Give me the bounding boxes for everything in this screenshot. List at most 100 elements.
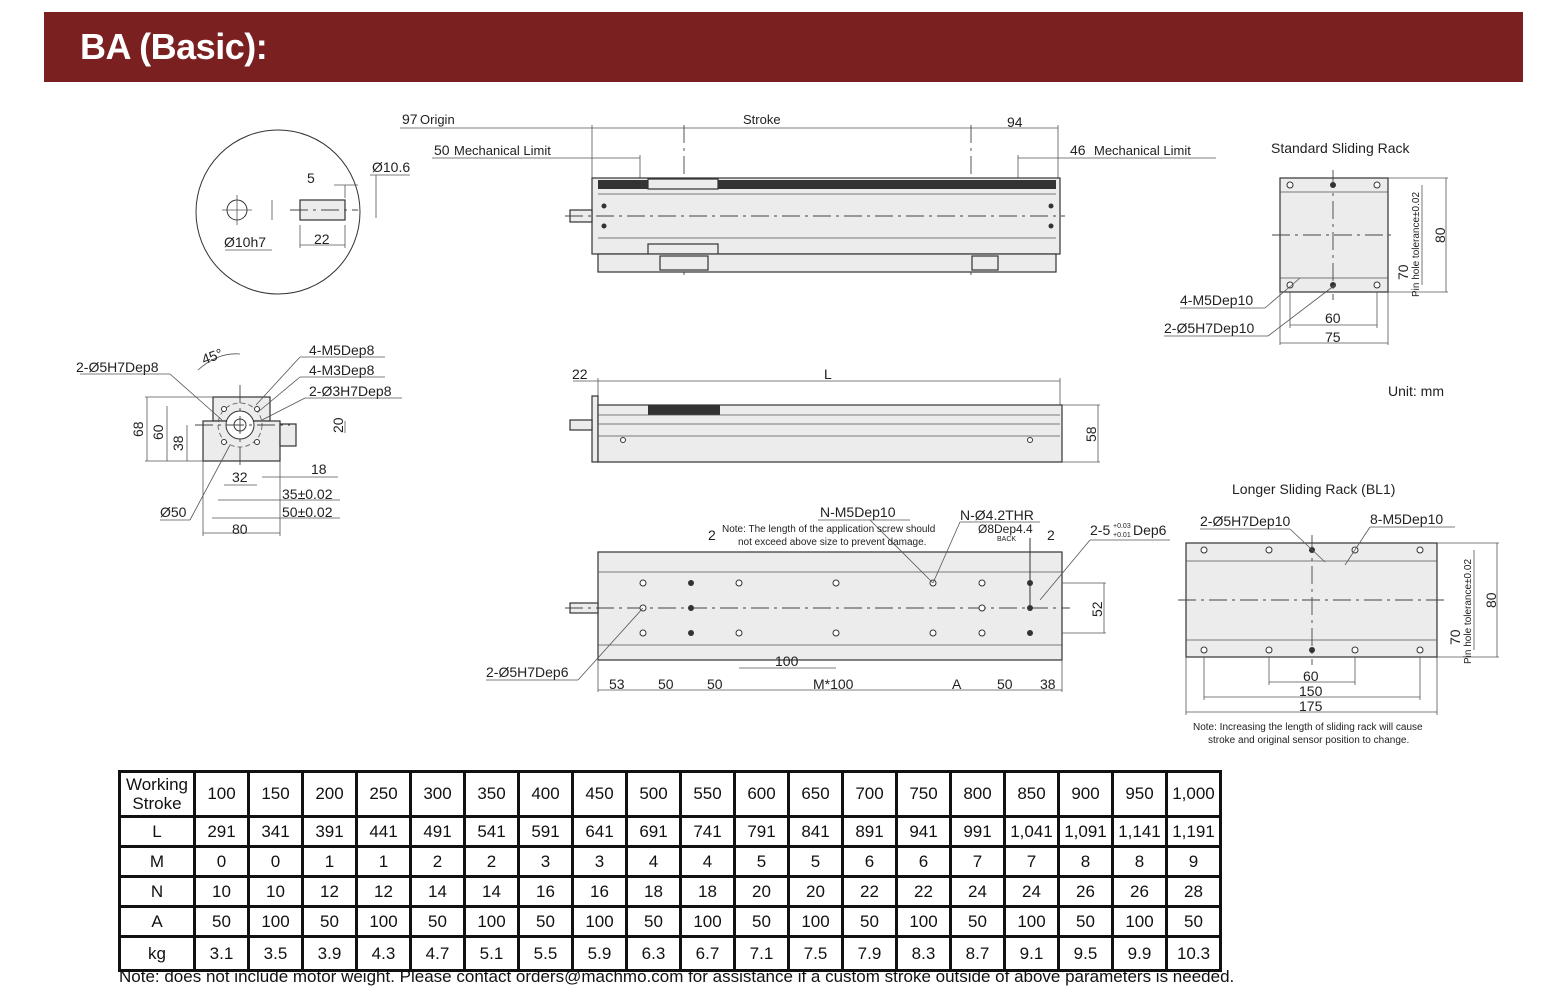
dim-22-side: 22	[572, 366, 588, 382]
std-pin-tol: Pin hole tolerance±0.02	[1411, 192, 1422, 297]
stroke-label: Stroke	[743, 112, 781, 127]
dim-A: A	[952, 676, 962, 692]
dim-60: 60	[150, 424, 166, 440]
bottom-holes	[639, 579, 1033, 637]
table-cell: 1,091	[1057, 815, 1114, 848]
table-cell: 18	[625, 875, 682, 908]
dim-32: 32	[232, 469, 248, 485]
rack-note-line2: stroke and original sensor position to c…	[1208, 735, 1409, 746]
section-header: BA (Basic):	[44, 12, 1523, 82]
table-cell: 50	[1165, 905, 1222, 938]
table-cell: 7.5	[787, 935, 844, 972]
table-cell: 5	[787, 845, 844, 878]
table-cell: 7.9	[841, 935, 898, 972]
origin-label: Origin	[420, 112, 455, 127]
table-cell: 291	[193, 815, 250, 848]
section-title: BA (Basic):	[80, 26, 268, 67]
dim-m100: M*100	[813, 676, 854, 692]
pin-hole	[1309, 647, 1315, 653]
screw-note-line1: Note: The length of the application scre…	[722, 524, 935, 535]
table-cell: 541	[463, 815, 520, 848]
table-cell: 50	[517, 905, 574, 938]
mech-limit-right: Mechanical Limit	[1094, 143, 1191, 158]
table-cell: 7.1	[733, 935, 790, 972]
mounting-hole	[688, 580, 694, 586]
table-cell: 391	[301, 815, 358, 848]
table-cell: 50	[949, 905, 1006, 938]
cbore-label: Ø8Dep4.4	[978, 522, 1033, 536]
mounting-hole	[978, 629, 986, 637]
dim-d10h7: Ø10h7	[224, 234, 266, 250]
table-cell: 50	[409, 905, 466, 938]
table-cell: 16	[571, 875, 628, 908]
mounting-hole	[735, 629, 743, 637]
n-thr-label: N-Ø4.2THR	[960, 507, 1034, 523]
table-cell: 591	[517, 815, 574, 848]
mounting-hole	[735, 579, 743, 587]
dim-38-bottom: 38	[1040, 676, 1056, 692]
mounting-hole	[1265, 546, 1273, 554]
table-cell: 5.1	[463, 935, 520, 972]
dim-68: 68	[130, 421, 146, 437]
mounting-hole	[1416, 646, 1424, 654]
table-cell: 0	[247, 845, 304, 878]
m3-label: 4-M3Dep8	[309, 362, 375, 378]
dim-5: 5	[307, 170, 315, 186]
std-m5-label: 4-M5Dep10	[1180, 292, 1253, 308]
mounting-hole	[929, 629, 937, 637]
table-cell: 550	[679, 770, 736, 818]
side-view: 22 L 58	[569, 366, 1100, 463]
table-cell: 750	[895, 770, 952, 818]
table-cell: 2	[463, 845, 520, 878]
table-cell: 700	[841, 770, 898, 818]
table-cell: 14	[409, 875, 466, 908]
table-cell: 24	[1003, 875, 1060, 908]
long-dim-70: 70	[1447, 629, 1463, 645]
mounting-hole	[639, 629, 647, 637]
table-cell: 741	[679, 815, 736, 848]
table-cell: 491	[409, 815, 466, 848]
long-dim-60: 60	[1303, 668, 1319, 684]
table-cell: 50	[301, 905, 358, 938]
table-cell: 1	[355, 845, 412, 878]
pin-bottom-label: 2-Ø5H7Dep6	[486, 664, 569, 680]
table-cell: 3.1	[193, 935, 250, 972]
table-cell: 600	[733, 770, 790, 818]
dim-d10-6: Ø10.6	[372, 159, 410, 175]
depth-2-right: 2	[1047, 527, 1055, 543]
table-cell: 20	[733, 875, 790, 908]
standard-rack-title: Standard Sliding Rack	[1271, 140, 1411, 156]
mounting-hole	[1265, 646, 1273, 654]
table-cell: 50	[733, 905, 790, 938]
mounting-hole	[639, 579, 647, 587]
table-cell: 650	[787, 770, 844, 818]
longer-rack-title: Longer Sliding Rack (BL1)	[1232, 481, 1395, 497]
dim-94: 94	[1007, 114, 1023, 130]
table-cell: 941	[895, 815, 952, 848]
mounting-hole	[1351, 646, 1359, 654]
dim-50c: 50	[997, 676, 1013, 692]
top-view: 97 Origin Stroke 94 50 Mechanical Limit …	[400, 111, 1216, 280]
table-cell: 1,000	[1165, 770, 1222, 818]
pin-prefix: 2-5	[1090, 522, 1110, 538]
row-header: kg	[118, 935, 196, 972]
table-cell: 3	[517, 845, 574, 878]
table-cell: 100	[679, 905, 736, 938]
table-cell: 2	[409, 845, 466, 878]
table-cell: 841	[787, 815, 844, 848]
dim-50a: 50	[658, 676, 674, 692]
row-header: N	[118, 875, 196, 908]
table-cell: 4	[625, 845, 682, 878]
mounting-hole	[832, 579, 840, 587]
table-cell: 8	[1111, 845, 1168, 878]
table-cell: 9	[1165, 845, 1222, 878]
table-cell: 10.3	[1165, 935, 1222, 972]
table-cell: 100	[895, 905, 952, 938]
table-cell: 50	[193, 905, 250, 938]
table-cell: 7	[1003, 845, 1060, 878]
